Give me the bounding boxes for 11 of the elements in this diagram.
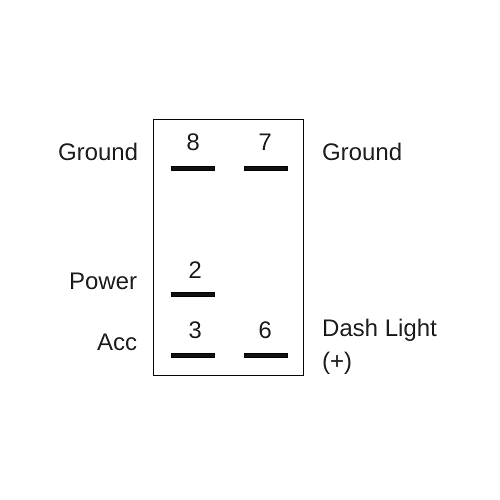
switch-body xyxy=(153,119,304,376)
pin-number: 8 xyxy=(186,128,200,158)
pin-number: 7 xyxy=(258,128,272,158)
pin-label: Ground xyxy=(322,138,402,168)
pin-number: 3 xyxy=(188,316,202,346)
pin-label: Dash Light (+) xyxy=(322,314,438,377)
pin-label: Ground xyxy=(58,138,138,168)
pin-label: Acc xyxy=(96,328,137,358)
pin-label: Power xyxy=(68,266,137,296)
pin-number: 2 xyxy=(188,256,202,286)
pin-number: 6 xyxy=(258,316,272,346)
